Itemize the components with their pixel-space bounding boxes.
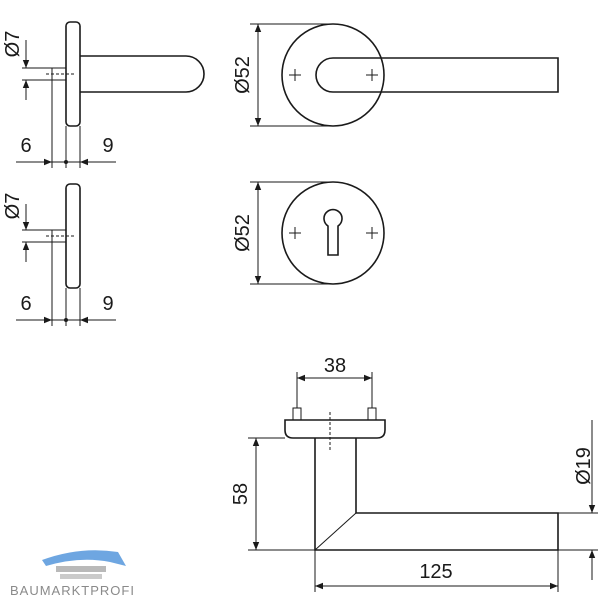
escutcheon-diameter-label: Ø52 bbox=[232, 214, 254, 252]
offset-left-label-top: 6 bbox=[20, 135, 31, 157]
offset-right-label-top: 9 bbox=[102, 135, 113, 157]
handle-height-label: 58 bbox=[230, 483, 252, 505]
screw-mark-right bbox=[366, 69, 378, 81]
brand-watermark: BAUMARKTPROFI bbox=[10, 550, 135, 598]
pin-diameter-label-bottom: Ø7 bbox=[2, 193, 24, 220]
lever-top-profile bbox=[314, 438, 559, 551]
brand-name: BAUMARKTPROFI bbox=[10, 583, 135, 598]
screw-spacing-label: 38 bbox=[324, 355, 346, 377]
rose-plate-top bbox=[284, 419, 386, 439]
side-view-handle: Ø7 6 9 bbox=[2, 21, 205, 168]
logo-roof-icon bbox=[42, 550, 126, 566]
front-view-escutcheon: Ø52 bbox=[232, 181, 385, 285]
rose-diameter-label: Ø52 bbox=[232, 56, 254, 94]
offset-left-label-bottom: 6 bbox=[20, 293, 31, 315]
screw-post-right bbox=[367, 407, 377, 421]
pin-diameter-label-top: Ø7 bbox=[2, 31, 24, 58]
offset-right-label-bottom: 9 bbox=[102, 293, 113, 315]
top-view-handle: 38 58 Ø19 125 bbox=[230, 355, 598, 592]
handle-length-label: 125 bbox=[419, 561, 452, 583]
screw-mark-left bbox=[289, 69, 301, 81]
side-view-escutcheon: Ø7 6 9 bbox=[2, 183, 116, 326]
screw-mark-left-escutcheon bbox=[289, 227, 301, 239]
handle-side-profile bbox=[80, 55, 205, 93]
profile-cylinder-cutout bbox=[323, 208, 343, 256]
front-view-handle: Ø52 bbox=[232, 23, 559, 127]
screw-post-left bbox=[292, 407, 302, 421]
handle-diameter-label: Ø19 bbox=[573, 447, 595, 485]
handle-front bbox=[315, 57, 559, 93]
screw-mark-right-escutcheon bbox=[366, 227, 378, 239]
